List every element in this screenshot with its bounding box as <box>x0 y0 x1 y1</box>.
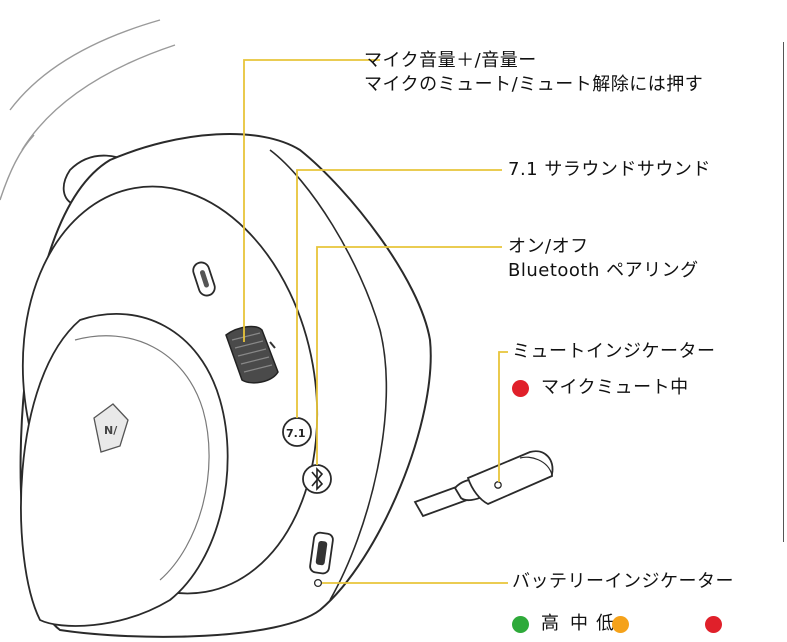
callout-power-line1: オン/オフ <box>508 235 589 259</box>
battery-high-dot <box>512 616 529 633</box>
callout-mic-volume-line1: マイク音量＋/音量ー <box>364 49 537 73</box>
mic-boom <box>415 451 553 516</box>
callout-surround: 7.1 サラウンドサウンド <box>508 158 711 182</box>
battery-led <box>315 580 322 587</box>
callout-mic-volume-line2: マイクのミュート/ミュート解除には押す <box>364 73 703 97</box>
callout-mute-indicator-title: ミュートインジケーター <box>512 340 716 364</box>
callout-battery-indicator-title: バッテリーインジケーター <box>512 570 734 594</box>
surround-button: 7.1 <box>283 418 311 446</box>
callout-power-line2: Bluetooth ペアリング <box>508 259 699 283</box>
battery-mid-label: 中 <box>570 612 589 636</box>
mute-status-label: マイクミュート中 <box>541 376 689 400</box>
battery-low-dot <box>705 616 722 633</box>
mute-status-dot <box>512 380 529 397</box>
bluetooth-icon <box>303 465 331 493</box>
svg-text:N/: N/ <box>104 424 118 437</box>
battery-high-label: 高 <box>541 612 560 636</box>
divider-line <box>783 42 784 542</box>
battery-mid-dot <box>612 616 629 633</box>
svg-text:7.1: 7.1 <box>286 427 306 440</box>
